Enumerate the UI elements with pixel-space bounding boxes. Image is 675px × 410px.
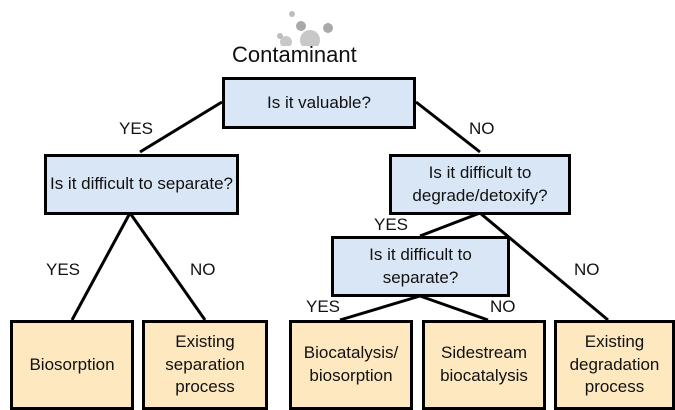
edge-mid-yes xyxy=(339,294,421,322)
edge-label-mid-yes: YES xyxy=(306,297,341,316)
edge-label-mid-no: NO xyxy=(490,297,516,316)
question-separate-mid-text: Is it difficult to separate? xyxy=(369,244,472,287)
edge-label-root-no: NO xyxy=(469,119,495,138)
leaf-biosorption-text: Biosorption xyxy=(29,354,115,374)
edge-left-no xyxy=(128,212,207,321)
leaf-existing-separation-text: Existing separation process xyxy=(165,331,245,397)
bubbles-icon xyxy=(277,11,333,46)
edge-degrade-yes xyxy=(419,211,481,238)
leaf-biocatalysis: Biocatalysis/ biosorption xyxy=(289,320,413,410)
edge-label-left-yes: YES xyxy=(46,260,81,279)
question-root-text: Is it valuable? xyxy=(267,92,371,112)
leaf-existing-separation: Existing separation process xyxy=(142,320,268,410)
leaf-sidestream-text: Sidestream biocatalysis xyxy=(440,343,528,385)
leaf-sidestream: Sidestream biocatalysis xyxy=(422,320,546,410)
edge-label-root-yes: YES xyxy=(119,119,154,138)
leaf-biocatalysis-text: Biocatalysis/ biosorption xyxy=(303,343,399,385)
edge-mid-no xyxy=(419,294,489,322)
question-separate-left-text: Is it difficult to separate? xyxy=(49,174,233,194)
question-degrade: Is it difficult to degrade/detoxify? xyxy=(389,154,571,215)
leaf-biosorption: Biosorption xyxy=(10,320,134,410)
edge-label-degrade-yes: YES xyxy=(374,215,409,234)
question-root: Is it valuable? xyxy=(222,77,416,129)
question-separate-left: Is it difficult to separate? xyxy=(44,154,239,215)
edge-label-left-no: NO xyxy=(190,260,216,279)
question-separate-mid: Is it difficult to separate? xyxy=(331,236,510,297)
leaf-existing-degradation: Existing degradation process xyxy=(554,320,675,410)
edge-label-degrade-no: NO xyxy=(574,260,600,279)
edge-root-yes xyxy=(139,100,223,154)
diagram-title: Contaminant xyxy=(232,42,357,67)
leaf-existing-degradation-text: Existing degradation process xyxy=(569,331,660,397)
edge-left-yes xyxy=(70,212,132,321)
edge-degrade-no xyxy=(479,211,609,322)
edge-root-no xyxy=(415,100,481,154)
question-degrade-text: Is it difficult to degrade/detoxify? xyxy=(412,162,548,205)
